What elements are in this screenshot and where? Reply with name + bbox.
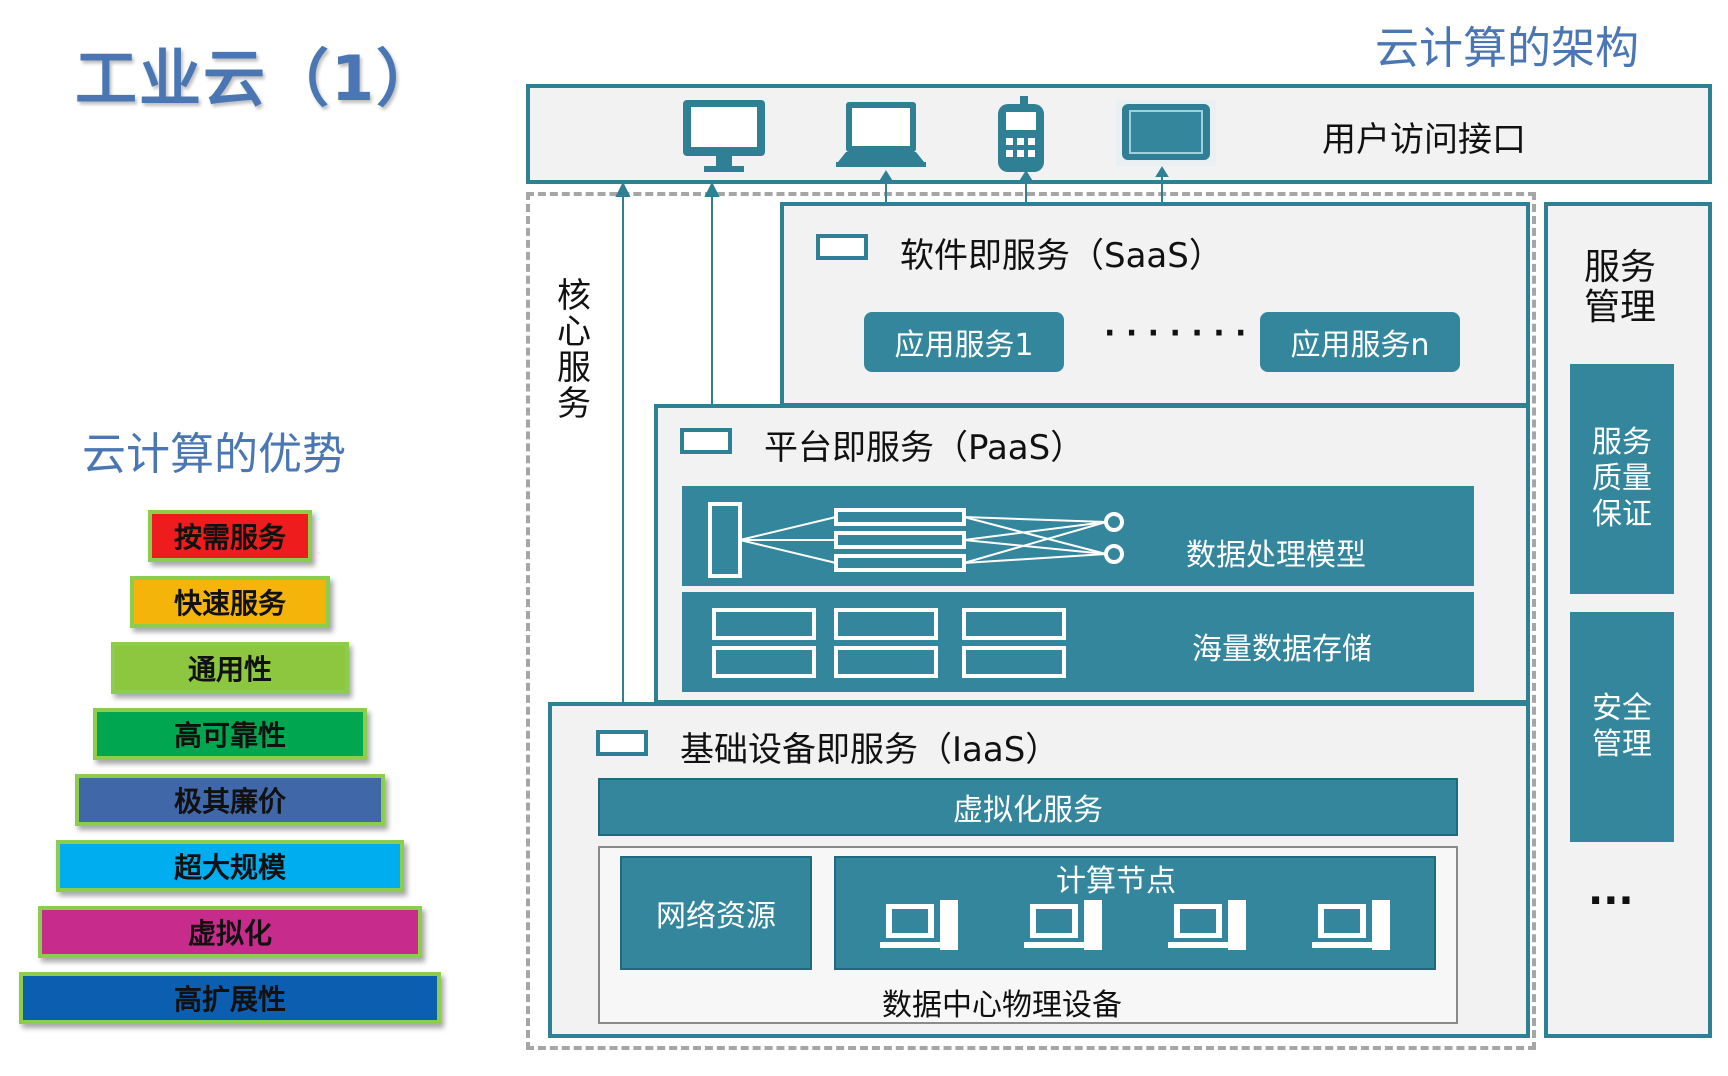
- saas-label: 软件即服务（SaaS）: [900, 236, 1223, 276]
- virtualization-label: 虚拟化服务: [953, 793, 1103, 828]
- advantage-tier: 虚拟化: [37, 906, 423, 958]
- laptop-icon: [836, 102, 926, 167]
- server-icon: [1024, 900, 1102, 950]
- device-icons: [683, 96, 1216, 206]
- datacenter-label: 数据中心物理设备: [882, 988, 1122, 1023]
- advantage-tier: 高扩展性: [19, 972, 441, 1024]
- server-icons: [880, 900, 1390, 950]
- iaas-marker-icon: [596, 730, 648, 756]
- desktop-monitor-icon: [683, 100, 765, 172]
- core-service-region: [526, 192, 1536, 1050]
- compute-nodes-label: 计算节点: [1056, 864, 1176, 899]
- mobile-phone-icon: [998, 96, 1044, 172]
- qos-box: 服务质量保证: [1570, 364, 1674, 594]
- iaas-label: 基础设备即服务（IaaS）: [680, 730, 1060, 770]
- architecture-title: 云计算的架构: [1375, 23, 1639, 74]
- network-resources-box: 网络资源: [620, 856, 812, 970]
- advantages-title: 云计算的优势: [82, 429, 346, 480]
- tablet-monitor-icon: [1116, 100, 1216, 166]
- data-processing-label: 数据处理模型: [1186, 538, 1366, 573]
- security-label: 安全管理: [1592, 691, 1652, 762]
- app-service-1: 应用服务1: [864, 312, 1064, 372]
- paas-label: 平台即服务（PaaS）: [764, 428, 1085, 468]
- server-icon: [880, 900, 958, 950]
- core-service-arrows: [615, 181, 720, 705]
- advantage-tier: 高可靠性: [92, 708, 368, 760]
- data-processing-panel: [682, 486, 1474, 586]
- virtualization-bar: 虚拟化服务: [598, 778, 1458, 836]
- app-service-ellipsis: · · · · · · ·: [1104, 316, 1247, 351]
- advantage-tier: 超大规模: [56, 840, 404, 892]
- advantage-tier: 极其廉价: [74, 774, 386, 826]
- advantage-tier: 通用性: [111, 642, 349, 694]
- server-icon: [1168, 900, 1246, 950]
- network-resources-label: 网络资源: [656, 899, 776, 934]
- processing-model-icon: [708, 502, 1124, 578]
- saas-marker-icon: [816, 234, 868, 260]
- paas-marker-icon: [680, 428, 732, 454]
- page-title: 工业云（1）: [75, 42, 441, 115]
- user-access-label: 用户访问接口: [1322, 120, 1526, 160]
- service-management-title: 服务管理: [1583, 247, 1656, 328]
- qos-label: 服务质量保证: [1592, 425, 1652, 532]
- security-box: 安全管理: [1570, 612, 1674, 842]
- core-service-label: 核心服务: [557, 276, 591, 424]
- storage-blocks-icon: [712, 608, 1066, 678]
- advantage-tier: 按需服务: [148, 510, 312, 562]
- advantage-tier: 快速服务: [129, 576, 331, 628]
- saas-layer: [780, 202, 1530, 407]
- server-icon: [1312, 900, 1390, 950]
- management-more: ···: [1588, 878, 1634, 924]
- app-service-n: 应用服务n: [1260, 312, 1460, 372]
- mass-storage-label: 海量数据存储: [1192, 632, 1372, 667]
